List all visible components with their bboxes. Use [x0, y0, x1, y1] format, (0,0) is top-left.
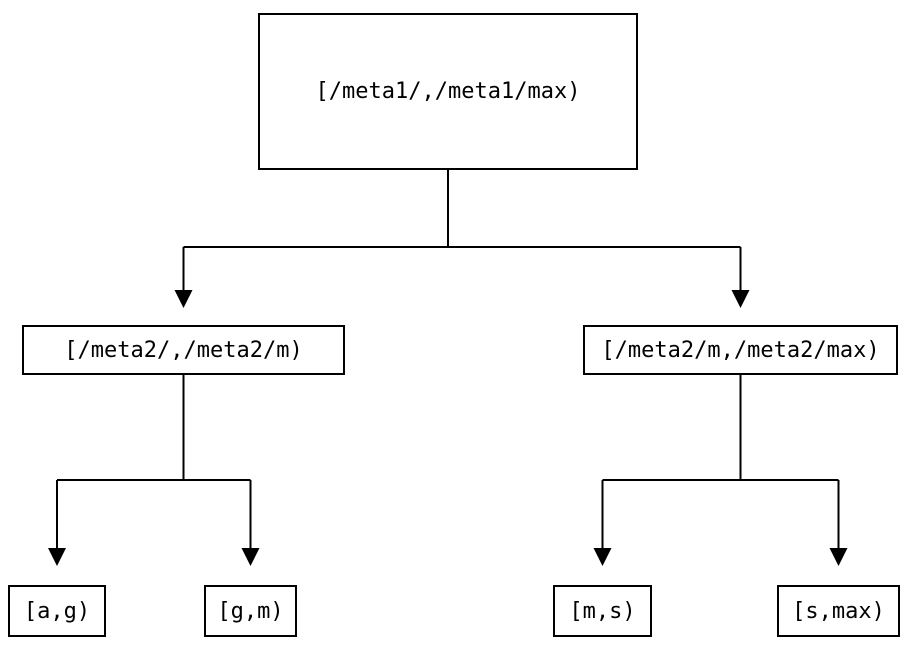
node-meta2-lower: [/meta2/,/meta2/m)	[22, 325, 345, 375]
arrowhead-to-leaf-s-max	[829, 548, 848, 566]
arrowhead-to-meta2-lower	[174, 290, 193, 308]
arrowhead-to-leaf-a-g	[48, 548, 66, 566]
arrowhead-to-meta2-upper	[731, 290, 750, 308]
node-meta2-upper: [/meta2/m,/meta2/max)	[583, 325, 898, 375]
arrowhead-to-leaf-m-s	[593, 548, 612, 566]
node-leaf-a-g: [a,g)	[8, 585, 106, 637]
node-leaf-m-s: [m,s)	[553, 585, 652, 637]
edge-meta2-lower-to-children	[56, 375, 252, 549]
node-leaf-s-max: [s,max)	[777, 585, 900, 637]
edge-meta2-upper-to-children	[601, 375, 840, 549]
arrowhead-to-leaf-g-m	[241, 548, 260, 566]
edge-root-to-children	[182, 170, 742, 291]
node-leaf-g-m: [g,m)	[204, 585, 297, 637]
node-root: [/meta1/,/meta1/max)	[258, 13, 638, 170]
